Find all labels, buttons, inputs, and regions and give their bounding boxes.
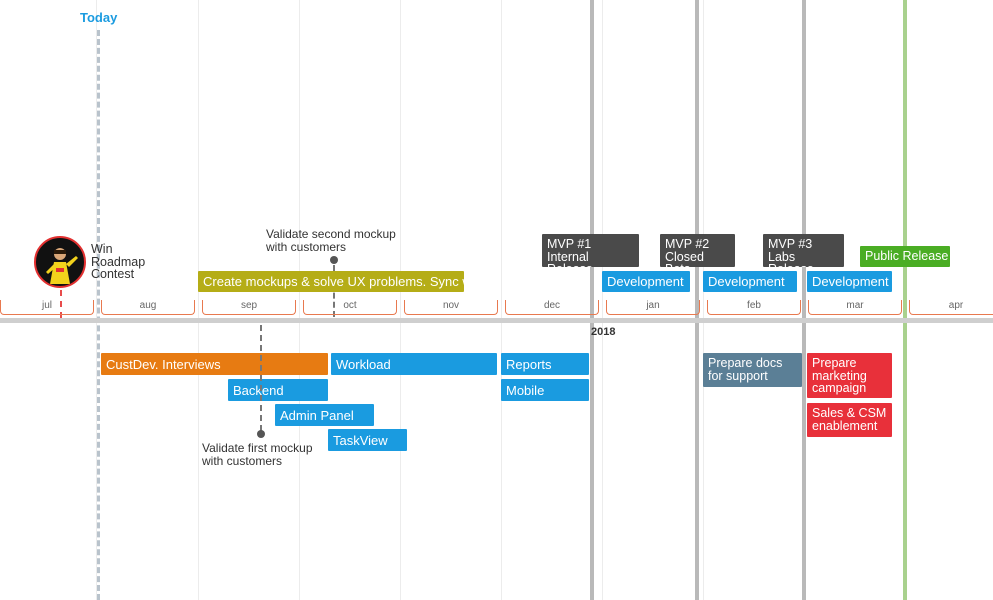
grid-line [501, 0, 502, 600]
task-development-1[interactable]: Development [602, 271, 690, 292]
task-custdev-interviews[interactable]: CustDev. Interviews [101, 353, 328, 375]
milestone-line-mvp3 [802, 0, 806, 600]
milestone-title: MVP #1 [547, 237, 592, 251]
task-development-2[interactable]: Development [703, 271, 797, 292]
task-label-line: Sales & CSM [812, 406, 887, 420]
person-icon [46, 248, 78, 284]
milestone-subtitle: Closed Beta [665, 249, 704, 267]
task-label-line: marketing [812, 368, 867, 383]
task-label-line: campaign [812, 381, 867, 395]
note-line: Validate second mockup [266, 227, 396, 241]
note-line: with customers [202, 453, 283, 468]
note-marker-dot[interactable] [330, 256, 338, 264]
milestone-subtitle: Internal Release [547, 249, 593, 267]
month-oct: oct [303, 300, 397, 315]
today-label: Today [80, 10, 118, 25]
task-label-line: Prepare [812, 356, 857, 370]
task-backend[interactable]: Backend [228, 379, 328, 401]
task-label-line: Prepare docs [708, 356, 783, 370]
month-feb: feb [707, 300, 801, 315]
avatar-caption-line: Win [91, 242, 113, 256]
task-admin-panel[interactable]: Admin Panel [275, 404, 374, 426]
milestone-title: MVP #2 [665, 237, 710, 251]
grid-line [96, 0, 97, 600]
month-jul: jul [0, 300, 94, 315]
note-validate-second-mockup: Validate second mockup with customers [266, 228, 396, 253]
month-nov: nov [404, 300, 498, 315]
milestone-line-mvp1 [590, 0, 594, 600]
task-workload[interactable]: Workload [331, 353, 497, 375]
milestone-mvp2[interactable]: MVP #2 Closed Beta [660, 234, 735, 267]
task-reports[interactable]: Reports [501, 353, 589, 375]
month-mar: mar [808, 300, 902, 315]
grid-line [299, 0, 300, 600]
month-aug: aug [101, 300, 195, 315]
today-line [97, 30, 100, 600]
grid-line [198, 0, 199, 600]
task-prepare-marketing[interactable]: Prepare marketing campaign [807, 353, 892, 398]
avatar-caption-line: Roadmap [91, 254, 146, 269]
avatar-caption-line: Contest [91, 267, 135, 281]
grid-line [602, 0, 603, 600]
note-connector [260, 325, 262, 431]
milestone-title: MVP #3 [768, 237, 813, 251]
milestone-mvp1[interactable]: MVP #1 Internal Release [542, 234, 639, 267]
timeline-axis [0, 318, 993, 323]
task-sales-csm[interactable]: Sales & CSM enablement [807, 403, 892, 437]
month-dec: dec [505, 300, 599, 315]
milestone-public-release[interactable]: Public Release [860, 246, 950, 267]
avatar-connector [60, 290, 62, 318]
milestone-line-public-release [903, 0, 907, 600]
task-label-line: for support [708, 368, 768, 383]
month-sep: sep [202, 300, 296, 315]
grid-line [400, 0, 401, 600]
task-prepare-docs[interactable]: Prepare docs for support [703, 353, 802, 387]
month-jan: jan [606, 300, 700, 315]
task-create-mockups[interactable]: Create mockups & solve UX problems. Sync… [198, 271, 464, 292]
note-validate-first-mockup: Validate first mockup with customers [202, 442, 313, 467]
note-line: with customers [266, 239, 347, 254]
avatar-caption: Win Roadmap Contest [91, 243, 145, 281]
month-apr: apr [909, 300, 993, 315]
avatar[interactable] [34, 236, 86, 288]
milestone-subtitle: Labs Release [768, 249, 814, 267]
note-marker-dot[interactable] [257, 430, 265, 438]
task-mobile[interactable]: Mobile [501, 379, 589, 401]
milestone-mvp3[interactable]: MVP #3 Labs Release [763, 234, 844, 267]
grid-line [703, 0, 704, 600]
year-label: 2018 [591, 326, 616, 338]
task-taskview[interactable]: TaskView [328, 429, 407, 451]
note-line: Validate first mockup [202, 441, 313, 455]
task-label-line: enablement [812, 418, 878, 433]
task-development-3[interactable]: Development [807, 271, 892, 292]
